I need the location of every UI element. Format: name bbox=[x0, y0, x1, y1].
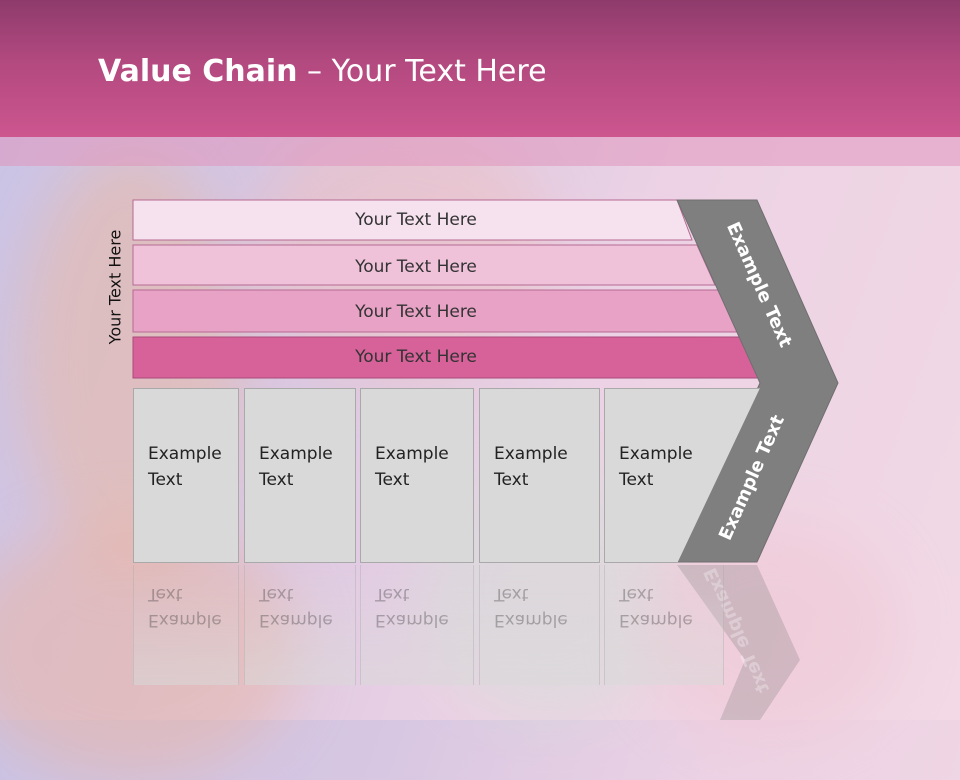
reflection-line-2: Text bbox=[148, 584, 183, 604]
slide-title: Value Chain – Your Text Here bbox=[98, 54, 547, 89]
title-bold: Value Chain bbox=[98, 54, 298, 89]
activity-box-2: Example Text bbox=[244, 388, 356, 563]
box-line-2: Text bbox=[494, 470, 529, 490]
box-reflection: Example Text bbox=[360, 565, 474, 685]
bar-2-label: Your Text Here bbox=[354, 257, 477, 277]
bar-4-label: Your Text Here bbox=[354, 347, 477, 367]
activity-box-4: Example Text bbox=[479, 388, 600, 563]
bar-3-label: Your Text Here bbox=[354, 302, 477, 322]
reflection-line-2: Text bbox=[494, 584, 529, 604]
box-line-1: Example bbox=[375, 444, 449, 464]
box-line-1: Example bbox=[619, 444, 693, 464]
reflection-line-1: Example bbox=[259, 610, 333, 630]
reflection-line-2: Text bbox=[619, 584, 654, 604]
box-line-2: Text bbox=[148, 470, 183, 490]
bar-1-label: Your Text Here bbox=[354, 210, 477, 230]
reflection-line-2: Text bbox=[375, 584, 410, 604]
box-line-2: Text bbox=[375, 470, 410, 490]
box-line-2: Text bbox=[259, 470, 294, 490]
header-band bbox=[0, 137, 960, 166]
box-line-1: Example bbox=[259, 444, 333, 464]
reflection-line-1: Example bbox=[619, 610, 693, 630]
bar-2 bbox=[132, 244, 716, 286]
activity-box-1: Example Text bbox=[133, 388, 239, 563]
box-line-2: Text bbox=[619, 470, 654, 490]
box-reflection: Example Text bbox=[133, 565, 239, 685]
box-reflection: Example Text bbox=[604, 565, 724, 685]
box-line-1: Example bbox=[494, 444, 568, 464]
title-rest: – Your Text Here bbox=[297, 54, 547, 89]
bar-1 bbox=[132, 199, 693, 241]
value-chain-diagram: Your Text Here Your Text Here Your Text … bbox=[132, 199, 839, 720]
header-bar: Value Chain – Your Text Here bbox=[0, 0, 960, 137]
activity-box-3: Example Text bbox=[360, 388, 474, 563]
box-reflection: Example Text bbox=[479, 565, 600, 685]
box-reflection: Example Text bbox=[244, 565, 356, 685]
box-line-1: Example bbox=[148, 444, 222, 464]
reflection-line-1: Example bbox=[494, 610, 568, 630]
reflection-line-2: Text bbox=[259, 584, 294, 604]
chevron-arrow bbox=[676, 199, 839, 563]
reflection-line-1: Example bbox=[375, 610, 449, 630]
reflection-line-1: Example bbox=[148, 610, 222, 630]
